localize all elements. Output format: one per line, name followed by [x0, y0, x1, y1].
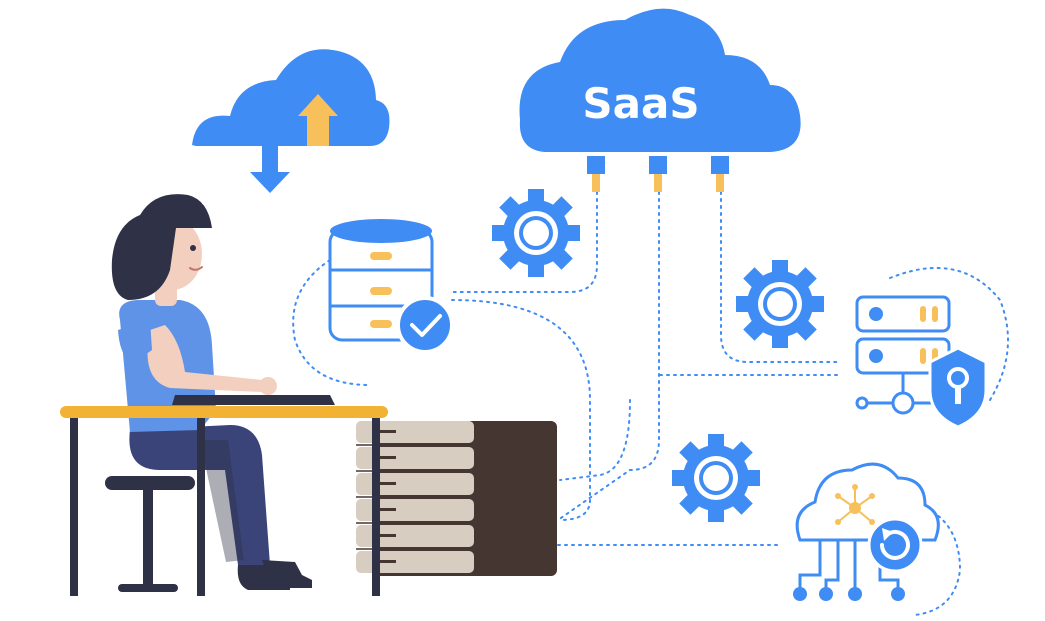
gear-icon: [672, 434, 760, 522]
saas-cloud-icon: SaaS: [519, 8, 801, 192]
checkmark-badge-icon: [396, 296, 454, 354]
security-shield-icon: [928, 346, 988, 429]
server-rack: [356, 421, 557, 576]
sync-icon: [867, 517, 923, 573]
gear-icon: [492, 189, 580, 277]
server-icon: [855, 295, 951, 415]
download-arrow-icon: [250, 146, 290, 193]
person-illustration: [60, 194, 388, 596]
key-icon: [947, 367, 969, 404]
saas-cloud-label: SaaS: [582, 79, 699, 128]
gear-icon: [736, 260, 824, 348]
upload-cloud-icon: [192, 49, 390, 146]
